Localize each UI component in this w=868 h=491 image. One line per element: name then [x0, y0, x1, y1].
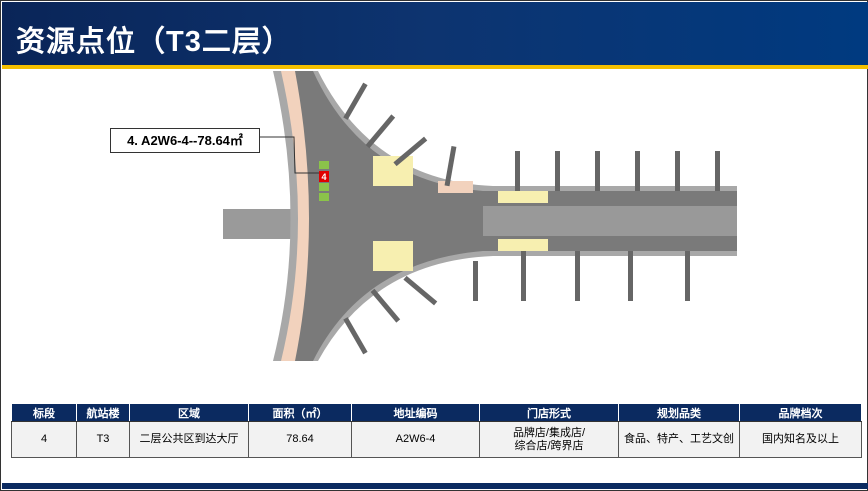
cell-section: 4 — [11, 421, 77, 458]
cell-brand-level: 国内知名及以上 — [739, 421, 862, 458]
cell-store-format: 品牌店/集成店/ 综合店/跨界店 — [479, 421, 619, 458]
resource-table: 标段 航站楼 区域 面积（㎡） 地址编码 门店形式 规划品类 品牌档次 4 T3… — [11, 403, 862, 458]
col-header: 地址编码 — [351, 403, 480, 422]
callout-label: 4. A2W6-4--78.64㎡ — [110, 128, 260, 153]
col-header: 航站楼 — [76, 403, 130, 422]
retail-strip — [281, 71, 309, 361]
gates — [343, 82, 720, 355]
col-header: 区域 — [129, 403, 249, 422]
col-header: 标段 — [11, 403, 77, 422]
accent-divider — [2, 65, 868, 69]
zone-yellow — [373, 241, 413, 271]
marker-label: 4 — [321, 172, 326, 182]
footer-bar — [2, 483, 868, 489]
col-header: 面积（㎡） — [248, 403, 352, 422]
table-header-row: 标段 航站楼 区域 面积（㎡） 地址编码 门店形式 规划品类 品牌档次 — [11, 403, 862, 422]
page-title: 资源点位（T3二层） — [16, 26, 292, 58]
terminal-floor-map: 4 — [223, 71, 737, 361]
header-bar: 资源点位（T3二层） — [2, 2, 868, 65]
cell-size: 78.64 — [248, 421, 352, 458]
zone-yellow — [373, 156, 413, 186]
pier — [483, 206, 737, 236]
cell-category: 食品、特产、工艺文创 — [618, 421, 740, 458]
col-header: 门店形式 — [479, 403, 619, 422]
col-header: 规划品类 — [618, 403, 740, 422]
col-header: 品牌档次 — [739, 403, 862, 422]
shop-units — [319, 161, 329, 201]
table-row: 4 T3 二层公共区到达大厅 78.64 A2W6-4 品牌店/集成店/ 综合店… — [11, 421, 862, 458]
cell-code: A2W6-4 — [351, 421, 480, 458]
callout-line — [260, 136, 319, 174]
cell-terminal: T3 — [76, 421, 130, 458]
cell-area: 二层公共区到达大厅 — [129, 421, 249, 458]
location-marker-4 — [319, 171, 329, 182]
